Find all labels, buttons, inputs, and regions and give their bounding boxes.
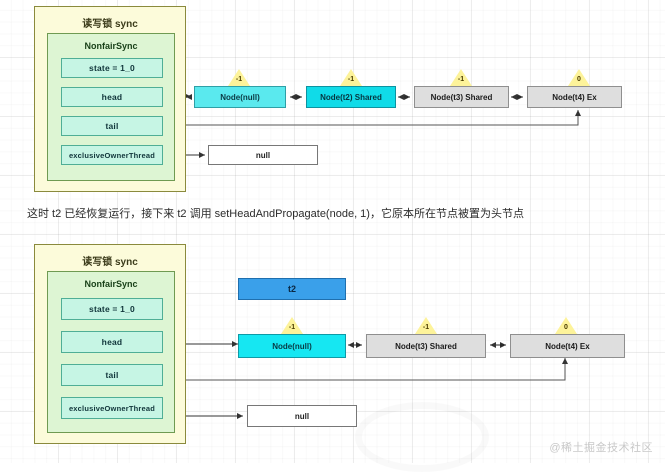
waitstatus-flag-0-diagram-2: -1 [281, 317, 303, 334]
node-2-diagram-2: Node(t4) Ex [510, 334, 625, 358]
watermark-text: @稀土掘金技术社区 [549, 442, 653, 454]
sync-title-1: 读写锁 sync [82, 19, 138, 30]
null-box-diagram-1: null [208, 145, 318, 165]
field-exclusiveownerthread-2: exclusiveOwnerThread [61, 397, 163, 419]
node-3-diagram-1: Node(t4) Ex [527, 86, 622, 108]
nonfairsync-panel-2: NonfairSync state = 1_0 head tail exclus… [47, 271, 175, 433]
waitstatus-value-1-diagram-2: -1 [422, 324, 430, 331]
field-state-2: state = 1_0 [61, 298, 163, 320]
node-0-diagram-2: Node(null) [238, 334, 346, 358]
diagram-before-sethead: 读写锁 sync NonfairSync state = 1_0 head ta… [0, 0, 665, 200]
waitstatus-flag-1-diagram-2: -1 [415, 317, 437, 334]
caption-text: 这时 t2 已经恢复运行，接下来 t2 调用 setHeadAndPropaga… [27, 208, 524, 220]
sync-panel-2: 读写锁 sync NonfairSync state = 1_0 head ta… [34, 244, 186, 444]
diagram-after-sethead: 读写锁 sync NonfairSync state = 1_0 head ta… [0, 238, 665, 463]
waitstatus-flag-2-diagram-1: -1 [450, 69, 472, 86]
field-state-1: state = 1_0 [61, 58, 163, 78]
waitstatus-flag-3-diagram-1: 0 [568, 69, 590, 86]
field-head-2: head [61, 331, 163, 353]
sync-title-2: 读写锁 sync [82, 257, 138, 268]
waitstatus-flag-1-diagram-1: -1 [340, 69, 362, 86]
node-2-diagram-1: Node(t3) Shared [414, 86, 509, 108]
field-head-1: head [61, 87, 163, 107]
sync-panel-1: 读写锁 sync NonfairSync state = 1_0 head ta… [34, 6, 186, 192]
node-1-diagram-1: Node(t2) Shared [306, 86, 396, 108]
node-0-diagram-1: Node(null) [194, 86, 286, 108]
waitstatus-flag-0-diagram-1: -1 [228, 69, 250, 86]
nonfairsync-panel-1: NonfairSync state = 1_0 head tail exclus… [47, 33, 175, 181]
waitstatus-value-0-diagram-1: -1 [235, 76, 243, 83]
waitstatus-value-1-diagram-1: -1 [347, 76, 355, 83]
thread-box-t2: t2 [238, 278, 346, 300]
field-tail-1: tail [61, 116, 163, 136]
field-exclusiveownerthread-1: exclusiveOwnerThread [61, 145, 163, 165]
nonfairsync-title-2: NonfairSync [84, 279, 138, 289]
waitstatus-value-2-diagram-1: -1 [457, 76, 465, 83]
waitstatus-value-2-diagram-2: 0 [564, 324, 568, 331]
nonfairsync-title-1: NonfairSync [84, 41, 138, 51]
waitstatus-value-3-diagram-1: 0 [577, 76, 581, 83]
node-1-diagram-2: Node(t3) Shared [366, 334, 486, 358]
field-tail-2: tail [61, 364, 163, 386]
null-box-diagram-2: null [247, 405, 357, 427]
waitstatus-value-0-diagram-2: -1 [288, 324, 296, 331]
waitstatus-flag-2-diagram-2: 0 [555, 317, 577, 334]
